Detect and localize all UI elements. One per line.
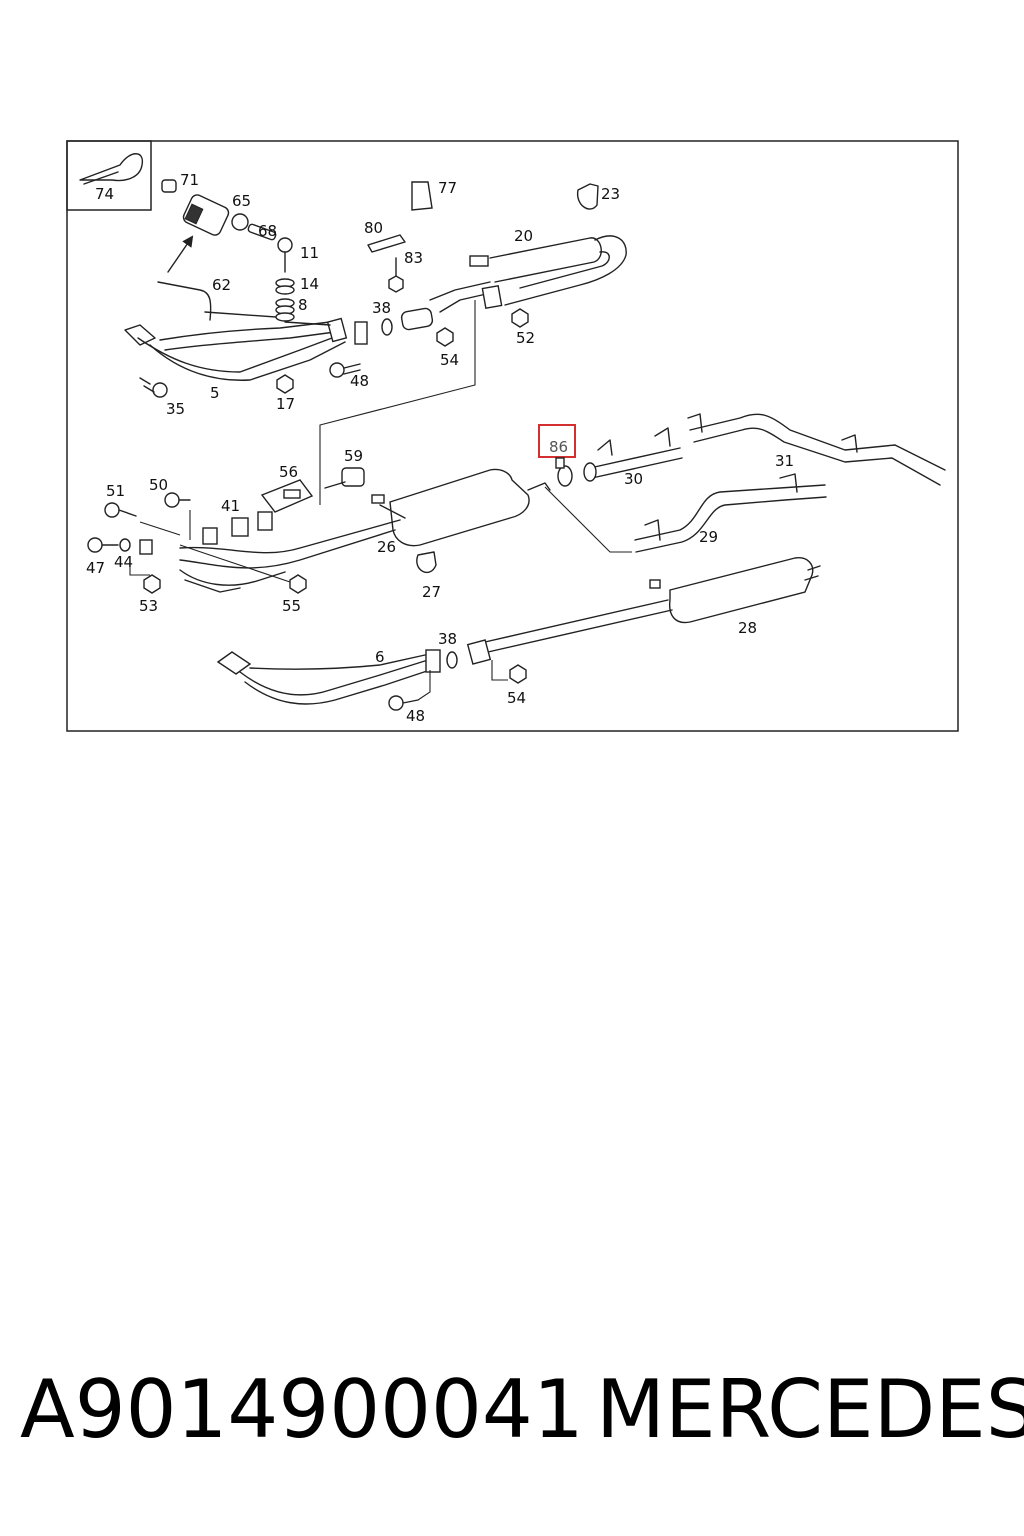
callout-71: 71	[180, 171, 199, 189]
exhaust-system-diagram: 74 71 65 68 11 14 8 62 80 83 77 20 23 38…	[66, 140, 959, 732]
callout-62: 62	[212, 276, 231, 294]
nut-54-bottom-part	[509, 664, 527, 684]
bolt-48-bottom-part	[388, 695, 419, 711]
washer-44-part	[119, 538, 131, 552]
nut-53-part	[143, 574, 161, 594]
callout-38-bottom: 38	[438, 630, 457, 648]
callout-54-top: 54	[440, 351, 459, 369]
callout-54-bottom: 54	[507, 689, 526, 707]
callout-56: 56	[279, 463, 298, 481]
callout-11: 11	[300, 244, 319, 262]
front-pipe-6-part	[216, 649, 441, 705]
gasket-41-part	[231, 517, 249, 537]
ring-38-top-part	[381, 318, 393, 336]
callout-77: 77	[438, 179, 457, 197]
part-number-caption: A9014900041	[20, 1363, 584, 1456]
callout-41: 41	[221, 497, 240, 515]
callout-48-top: 48	[350, 372, 369, 390]
callout-23: 23	[601, 185, 620, 203]
callout-68: 68	[258, 222, 277, 240]
mid-pipe-part	[139, 519, 401, 593]
bolt-35-part	[139, 377, 168, 398]
callout-65: 65	[232, 192, 251, 210]
rubber-mount-77-part	[411, 181, 433, 211]
leader-lines-bottom	[417, 660, 508, 701]
callout-74: 74	[95, 185, 114, 203]
bolt-83-part	[388, 257, 404, 293]
inset-frame	[66, 140, 152, 211]
callout-29: 29	[699, 528, 718, 546]
nut-54-top-part	[436, 327, 454, 347]
callout-38-top: 38	[372, 299, 391, 317]
hanger-56-part	[257, 479, 314, 531]
callout-50: 50	[149, 476, 168, 494]
callout-20: 20	[514, 227, 533, 245]
rear-muffler-28-part	[484, 557, 821, 653]
flange-bottom-part	[466, 639, 492, 665]
callout-5: 5	[210, 384, 220, 402]
bolt-50-part	[164, 492, 191, 508]
bolt-47-part	[87, 537, 119, 553]
pipe-30-part	[583, 427, 683, 482]
callout-86: 86	[549, 438, 568, 456]
bolt-48-top-part	[329, 362, 361, 378]
callout-26: 26	[377, 538, 396, 556]
callout-55: 55	[282, 597, 301, 615]
callout-48-bottom: 48	[406, 707, 425, 725]
bracket-80-part	[367, 234, 406, 253]
callout-30: 30	[624, 470, 643, 488]
leader-56-to-resonator	[319, 300, 476, 505]
callout-28: 28	[738, 619, 757, 637]
oxygen-sensor-part	[157, 179, 277, 321]
cable-tie-part	[79, 153, 144, 185]
callout-8: 8	[298, 296, 308, 314]
callout-6: 6	[375, 648, 385, 666]
pipe-29-part	[634, 473, 827, 553]
callout-27: 27	[422, 583, 441, 601]
nut-55-part	[289, 574, 307, 594]
ring-38-bottom-part	[446, 651, 458, 669]
callout-35: 35	[166, 400, 185, 418]
callout-59: 59	[344, 447, 363, 465]
callout-31: 31	[775, 452, 794, 470]
callout-83: 83	[404, 249, 423, 267]
callout-47: 47	[86, 559, 105, 577]
callout-80: 80	[364, 219, 383, 237]
diagram-frame	[66, 140, 959, 732]
bolt-51-part	[104, 502, 137, 518]
spring-bolt-stack	[275, 237, 295, 322]
clamp-23-part	[576, 183, 599, 210]
clamp-86-part	[555, 457, 573, 487]
callout-44: 44	[114, 553, 133, 571]
brand-caption: MERCEDES	[596, 1363, 1024, 1456]
leader-29-to-muffler	[544, 486, 632, 553]
callout-17: 17	[276, 395, 295, 413]
callout-14: 14	[300, 275, 319, 293]
callout-51: 51	[106, 482, 125, 500]
nut-17-part	[276, 374, 294, 394]
center-muffler-26-part	[371, 468, 551, 547]
nut-52-part	[511, 308, 529, 328]
front-pipe-assembly	[124, 311, 368, 381]
highlight-box-86	[538, 424, 576, 458]
pipe-31-part	[687, 413, 946, 486]
resonator-20-part	[400, 235, 627, 331]
callout-53: 53	[139, 597, 158, 615]
clamp-27-part	[416, 551, 437, 574]
callout-52: 52	[516, 329, 535, 347]
leader-lines-left	[129, 510, 291, 583]
plate-50-part	[202, 527, 218, 545]
hanger-59-part	[324, 467, 365, 489]
